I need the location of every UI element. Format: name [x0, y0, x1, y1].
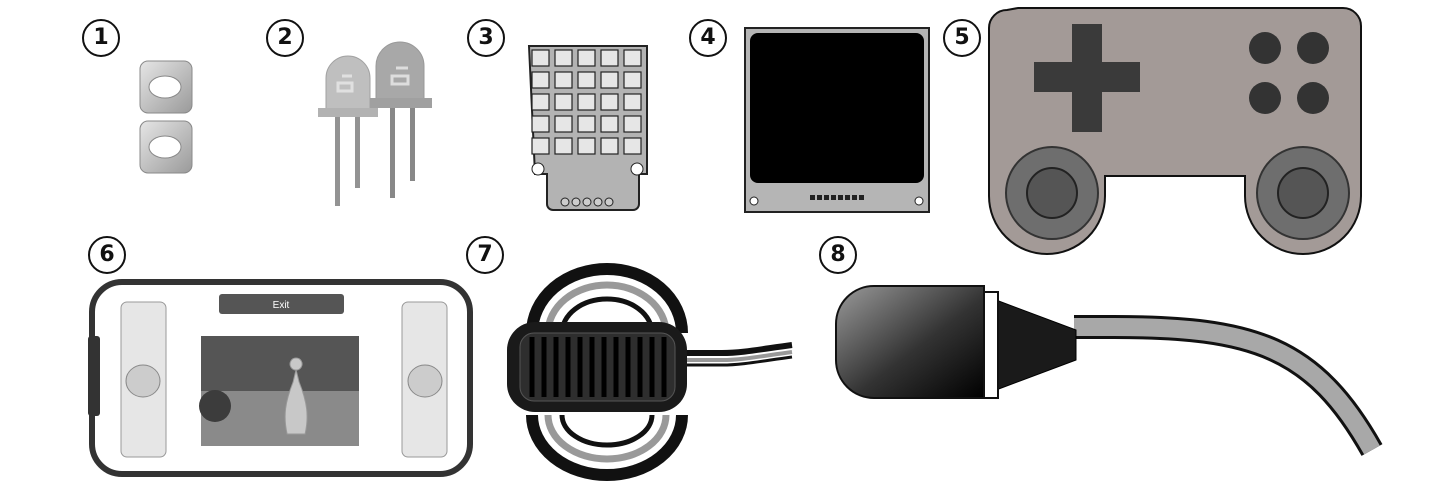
sensor-probe-icon [834, 280, 1383, 456]
leds-icon [310, 38, 450, 210]
label-3: 3 [467, 19, 505, 57]
push-buttons-icon [130, 55, 200, 185]
label-4: 4 [689, 19, 727, 57]
camera-view-icon [199, 336, 359, 446]
led-matrix-icon [523, 40, 653, 215]
label-1: 1 [82, 19, 120, 57]
vibration-motor-icon [502, 263, 802, 481]
phone-controller-icon: Exit [88, 278, 473, 480]
exit-button-label[interactable]: Exit [273, 300, 290, 311]
display-screen-icon [742, 25, 932, 215]
label-5: 5 [943, 19, 981, 57]
label-8: 8 [819, 236, 857, 274]
gamepad-icon [988, 6, 1370, 260]
label-6: 6 [88, 236, 126, 274]
label-7: 7 [466, 236, 504, 274]
label-2: 2 [266, 19, 304, 57]
